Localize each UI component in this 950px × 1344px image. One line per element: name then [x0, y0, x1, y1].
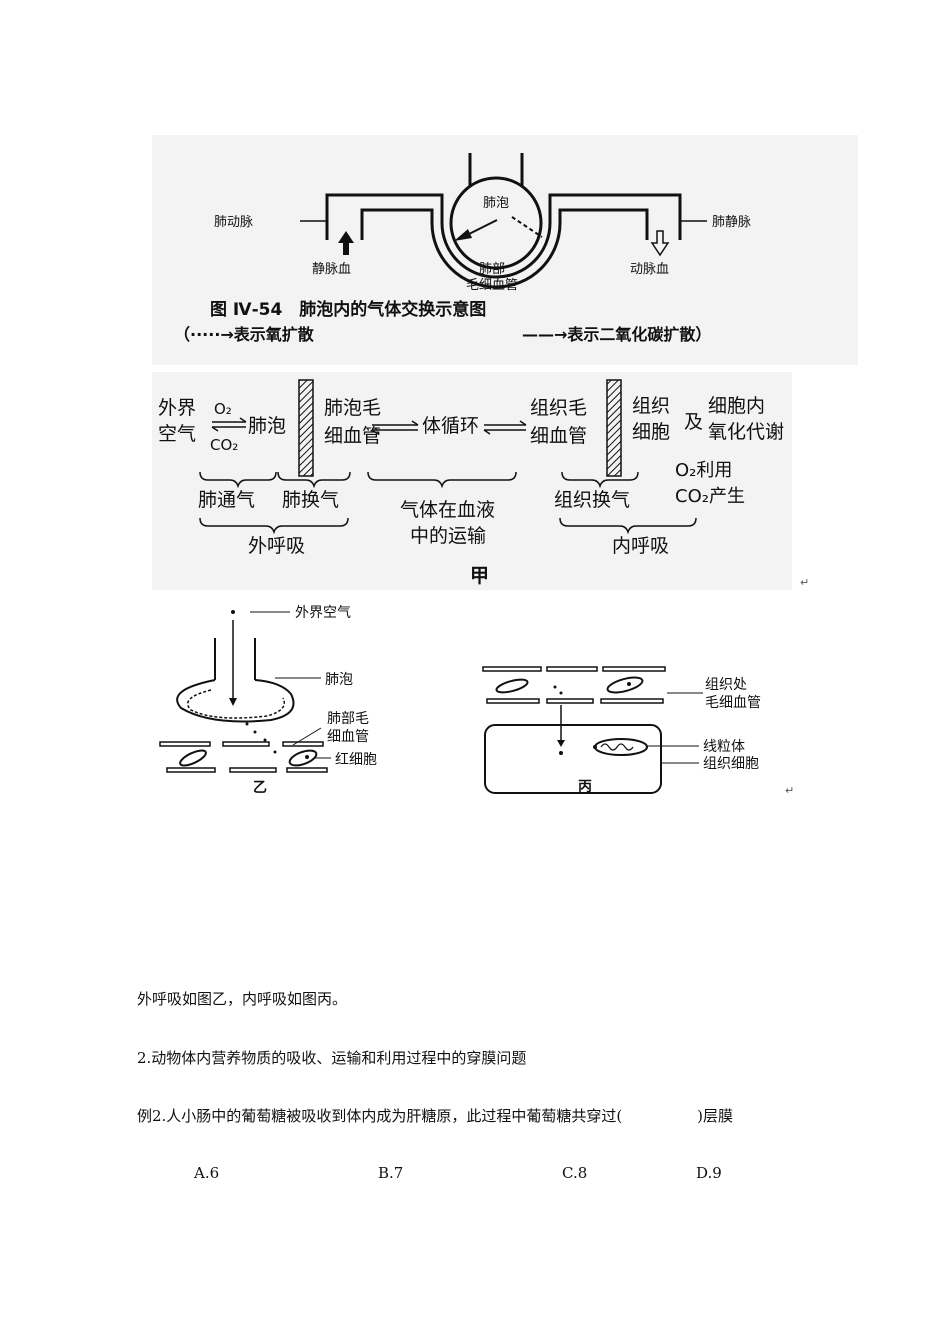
double-arrows — [211, 417, 527, 435]
option-b: B.7 — [378, 1164, 404, 1182]
lung-exchange-label: 肺换气 — [282, 489, 339, 511]
pulmonary-vein-outer — [548, 193, 682, 240]
blood-transport-label-1: 气体在血液 — [400, 499, 495, 521]
question-stem: 例2.人小肠中的葡萄糖被吸收到体内成为肝糖原，此过程中葡萄糖共穿过( )层膜 — [137, 1107, 734, 1125]
capillary-label-yi-2: 细血管 — [327, 729, 369, 745]
figure-bing-caption: 丙 — [578, 779, 592, 795]
mitochondria-label: 线粒体 — [703, 739, 745, 755]
venous-blood-label: 静脉血 — [312, 262, 351, 277]
tissue-capillary-1: 组织毛 — [530, 397, 587, 419]
paragraph-2: 2.动物体内营养物质的吸收、运输和利用过程中的穿膜问题 — [137, 1049, 527, 1067]
figure-alveolar-exchange: 肺泡 肺动脉 肺静脉 静脉血 动脉血 肺部 毛细血管 图 Ⅳ-54 肺泡内的气体… — [152, 135, 858, 365]
option-c: C.8 — [562, 1164, 588, 1182]
tissue-membrane — [606, 379, 622, 477]
figure-yi: 外界空气 肺泡 肺部毛 细血管 红细胞 乙 — [155, 598, 415, 798]
circulation-node: 体循环 — [422, 415, 479, 437]
return-mark-1: ↵ — [800, 576, 810, 589]
figure1-legend-left: （·····→表示氧扩散 — [174, 325, 315, 344]
figure-bing-svg: 组织处 毛细血管 线粒体 组织细胞 — [482, 666, 761, 794]
alveolus-label: 肺泡 — [483, 196, 509, 211]
option-a: A.6 — [194, 1164, 220, 1182]
alveolar-membrane — [298, 379, 314, 477]
figure-alveolar-exchange-svg: 肺泡 肺动脉 肺静脉 静脉血 动脉血 肺部 毛细血管 图 Ⅳ-54 肺泡内的气体… — [152, 135, 858, 365]
capillary-label-bing-2: 毛细血管 — [705, 695, 761, 711]
capillary-arc-outer — [430, 222, 562, 289]
return-mark-2: ↵ — [785, 784, 795, 797]
internal-respiration-label: 内呼吸 — [612, 535, 669, 557]
figure-jia-caption: 甲 — [470, 565, 489, 587]
metabolism-1: 细胞内 — [708, 395, 765, 417]
tissue-capillary-2: 细血管 — [530, 425, 587, 447]
braces — [199, 471, 697, 535]
figure-yi-caption: 乙 — [253, 780, 267, 796]
capillary-arc-inner — [440, 222, 552, 279]
co2-produce-label: CO₂产生 — [675, 486, 745, 507]
figure-yi-svg: 外界空气 肺泡 肺部毛 细血管 红细胞 乙 — [159, 605, 377, 796]
outside-air-label: 外界空气 — [295, 605, 351, 621]
mitochondrion — [594, 738, 648, 756]
venous-blood-arrow — [338, 231, 354, 255]
capillary-label-2: 毛细血管 — [466, 278, 518, 293]
bing-rbc-1 — [495, 678, 529, 694]
alveolus-outline — [176, 679, 295, 723]
figure1-legend-right: ——→表示二氧化碳扩散） — [522, 325, 711, 344]
pulmonary-artery-outer — [325, 193, 444, 240]
paragraph-1: 外呼吸如图乙，内呼吸如图丙。 — [137, 990, 348, 1008]
alveolus-node: 肺泡 — [248, 415, 286, 437]
pulmonary-vein-inner — [558, 208, 649, 240]
pulmonary-vein-label: 肺静脉 — [712, 215, 751, 230]
red-blood-cell-1 — [179, 749, 207, 767]
pulmonary-artery-inner — [360, 208, 434, 240]
o2-diffusion-arrow — [511, 216, 543, 238]
tissue-cell-outline — [484, 724, 662, 794]
figure-jia-svg: 外界 空气 O₂ CO₂ 肺泡 肺泡毛 细血管 体循环 组织毛 细血管 组织 细… — [152, 372, 792, 590]
figure1-caption: 图 Ⅳ-54 肺泡内的气体交换示意图 — [210, 299, 486, 320]
figure-jia: 外界 空气 O₂ CO₂ 肺泡 肺泡毛 细血管 体循环 组织毛 细血管 组织 细… — [152, 372, 792, 590]
capillary-label-yi-1: 肺部毛 — [327, 711, 369, 727]
bing-rbc-2 — [606, 676, 644, 694]
tissue-cell-2: 细胞 — [632, 421, 670, 443]
o2-label: O₂ — [214, 400, 232, 418]
alveolus-wall — [449, 176, 543, 270]
metabolism-2: 氧化代谢 — [708, 421, 784, 443]
outside-air-label-1: 外界 — [158, 397, 196, 419]
tissue-exchange-label: 组织换气 — [554, 489, 630, 511]
capillary-label-bing-1: 组织处 — [705, 677, 747, 693]
red-blood-cell-2 — [288, 749, 318, 767]
lung-ventilation-label: 肺通气 — [198, 489, 255, 511]
figure-bing: 组织处 毛细血管 线粒体 组织细胞 — [475, 655, 795, 800]
external-respiration-label: 外呼吸 — [248, 535, 305, 557]
alveolus-label-yi: 肺泡 — [325, 672, 353, 688]
arterial-blood-arrow — [650, 230, 670, 257]
co2-diffusion-arrow — [454, 229, 472, 241]
o2-use-label: O₂利用 — [675, 460, 732, 481]
arterial-blood-label: 动脉血 — [630, 262, 669, 277]
option-d: D.9 — [696, 1164, 722, 1182]
tissue-cell-1: 组织 — [632, 395, 670, 417]
pulmonary-artery-label: 肺动脉 — [214, 215, 253, 230]
and-label: 及 — [684, 411, 703, 433]
rbc-label: 红细胞 — [335, 752, 377, 768]
tissue-cell-label: 组织细胞 — [703, 756, 759, 772]
blood-transport-label-2: 中的运输 — [410, 525, 486, 547]
alveolar-capillary-1: 肺泡毛 — [324, 397, 381, 419]
capillary-label-1: 肺部 — [479, 262, 505, 277]
co2-label: CO₂ — [210, 436, 238, 454]
alveolar-capillary-2: 细血管 — [324, 425, 381, 447]
outside-air-label-2: 空气 — [158, 423, 196, 445]
